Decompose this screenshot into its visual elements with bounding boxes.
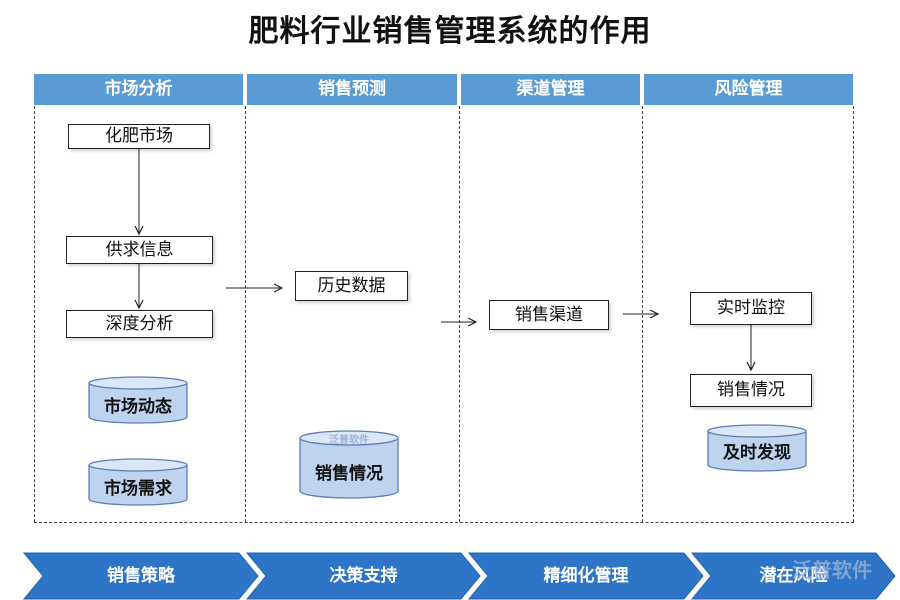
- fertilizer-market-box: 化肥市场: [68, 124, 210, 149]
- lane-header-risk-management: 风险管理: [644, 74, 853, 105]
- page-title: 肥料行业销售管理系统的作用: [248, 14, 652, 49]
- chevron-decision-support: [245, 552, 481, 600]
- database-icon: [299, 430, 399, 499]
- market-dynamics-label: 市场动态: [104, 397, 172, 417]
- database-icon: [88, 458, 188, 506]
- supply-demand-box: 供求信息: [66, 236, 213, 264]
- market-dynamics-database: 市场动态: [88, 376, 188, 424]
- history-data-box: 历史数据: [295, 271, 408, 301]
- lane-header-channel-management: 渠道管理: [461, 74, 640, 105]
- database-icon: [707, 424, 807, 472]
- lane-bottom-border: [34, 522, 854, 523]
- sales-status-box: 销售情况: [690, 374, 812, 407]
- sales-channel-box: 销售渠道: [489, 300, 609, 330]
- database-icon: [88, 376, 188, 424]
- deep-analysis-box: 深度分析: [66, 310, 213, 338]
- chevron-potential-risk: [690, 552, 896, 600]
- timely-discovery-database: 及时发现: [707, 424, 807, 472]
- chevron-label-sales-strategy: 销售策略: [107, 566, 175, 586]
- chevron-sales-strategy: [22, 552, 259, 600]
- lane-header-sales-forecast: 销售预测: [247, 74, 457, 105]
- lane-divider: [459, 106, 460, 522]
- market-demand-database: 市场需求: [88, 458, 188, 506]
- chevron-fine-management: [467, 552, 704, 600]
- watermark-large: 泛普软件: [792, 558, 872, 582]
- watermark-small: 泛普软件: [329, 435, 369, 446]
- lane-divider: [245, 106, 246, 522]
- timely-discovery-label: 及时发现: [723, 443, 791, 463]
- sales-status-database: 泛普软件 销售情况: [299, 430, 399, 500]
- lane-header-market-analysis: 市场分析: [34, 74, 243, 105]
- chevron-label-fine-management: 精细化管理: [543, 566, 629, 586]
- chevron-label-potential-risk: 潜在风险: [759, 566, 828, 586]
- sales-status-label: 销售情况: [315, 464, 383, 484]
- lane-divider: [853, 106, 854, 522]
- realtime-monitor-box: 实时监控: [690, 292, 812, 325]
- chevron-label-decision-support: 决策支持: [329, 566, 398, 586]
- lane-divider: [34, 106, 35, 522]
- market-demand-label: 市场需求: [104, 479, 172, 499]
